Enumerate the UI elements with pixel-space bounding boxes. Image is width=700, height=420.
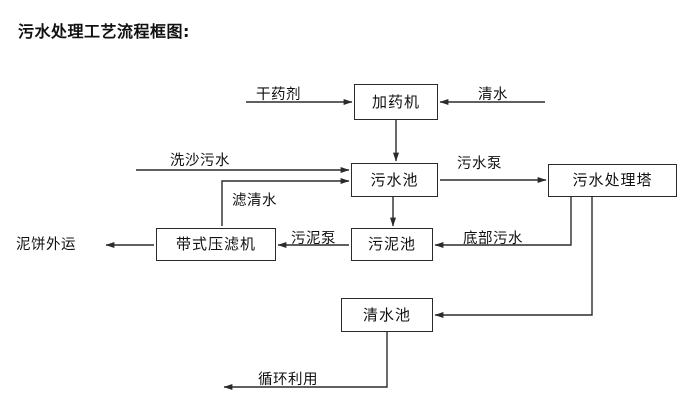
page-title: 污水处理工艺流程框图: xyxy=(18,22,190,41)
node-label: 加药机 xyxy=(371,92,420,111)
terminal-label-mud-cake-out: 泥饼外运 xyxy=(16,237,76,253)
node-belt-filter-press[interactable]: 带式压滤机 xyxy=(156,228,276,261)
edge-tower-to-sludge-pool xyxy=(434,197,572,248)
edge-tower-to-clean-water-pool xyxy=(434,197,593,318)
edge-label-wastewater-pump: 污水泵 xyxy=(457,156,502,172)
edge-filter-press-to-wastewater-pool xyxy=(221,178,350,226)
node-wastewater-tower[interactable]: 污水处理塔 xyxy=(548,164,677,197)
node-wastewater-pool[interactable]: 污水池 xyxy=(351,163,438,197)
node-label: 清水池 xyxy=(362,305,411,324)
node-sludge-pool[interactable]: 污泥池 xyxy=(351,228,433,261)
node-label: 带式压滤机 xyxy=(175,235,256,253)
edge-label-dry-chemical: 干药剂 xyxy=(256,87,301,103)
node-label: 污水处理塔 xyxy=(572,171,653,189)
edge-label-clean-water-in: 清水 xyxy=(478,87,508,103)
edge-label-sand-wash-water: 洗沙污水 xyxy=(170,153,230,169)
edge-label-sludge-pump: 污泥泵 xyxy=(291,231,336,247)
node-label: 污泥池 xyxy=(367,235,416,253)
edge-label-recycle-reuse: 循环利用 xyxy=(258,372,318,388)
edge-clean-water-pool-to-recycle xyxy=(223,332,388,390)
node-clean-water-pool[interactable]: 清水池 xyxy=(341,298,433,332)
node-dosing-machine[interactable]: 加药机 xyxy=(354,84,438,120)
edge-label-filtered-water: 滤清水 xyxy=(232,193,277,209)
node-label: 污水池 xyxy=(370,170,419,189)
edge-label-bottom-wastewater: 底部污水 xyxy=(463,231,523,247)
